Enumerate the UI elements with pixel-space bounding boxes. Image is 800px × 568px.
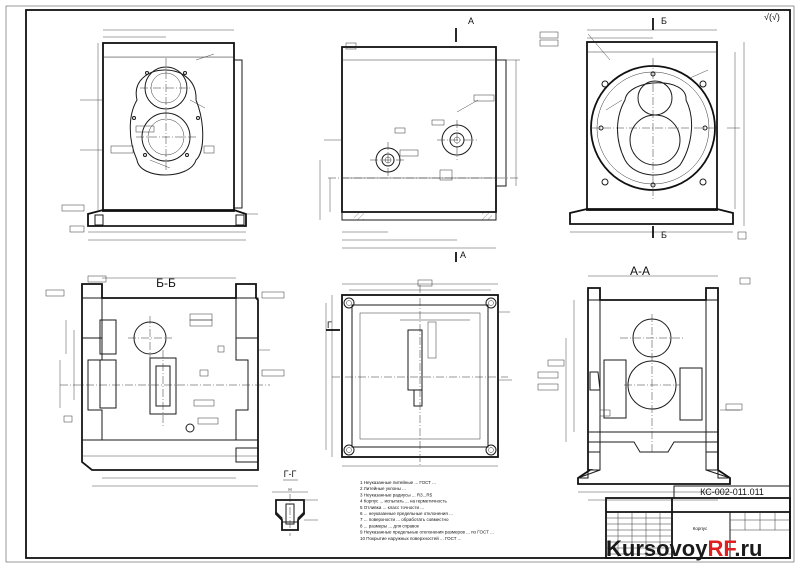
title-block — [605, 485, 791, 559]
section-a-bottom-label: A — [460, 250, 466, 260]
note-line: 3 Неуказанные радиусы ... R3...R5 — [360, 492, 433, 497]
drawing-frame — [25, 9, 791, 559]
document-code: КС-002-011.011 — [700, 487, 764, 497]
sheet-trim — [5, 5, 795, 563]
note-line: 5 Отливка ... класс точности ... — [360, 505, 424, 510]
section-bb — [45, 275, 285, 487]
part-name: Корпус — [693, 526, 708, 531]
section-b-bottom-label: Б — [661, 230, 667, 240]
watermark-text-suffix: .ru — [734, 536, 762, 561]
plan-view — [325, 279, 512, 467]
detail-gg-title: Г-Г — [284, 469, 297, 479]
note-line: 8 ... размеры ... для справок — [360, 523, 419, 528]
note-line: 7 ... поверхности ... обработать совмест… — [360, 517, 449, 522]
watermark-text-red: RF — [707, 536, 736, 561]
roughness-symbol: √(√) — [764, 12, 780, 22]
note-line: 9 Неуказанные предельные отклонения разм… — [360, 530, 494, 535]
section-aa — [537, 275, 751, 501]
watermark-text-black: Kursovoy — [606, 536, 708, 561]
detail-gg — [272, 479, 318, 536]
note-line: 4 Корпус ... испытать ... на герметичнос… — [360, 499, 447, 504]
section-a-top-label: A — [468, 16, 474, 26]
technical-requirements: 1 Неуказанные литейные ... ГОСТ ...2 Лит… — [360, 479, 494, 541]
section-b-top-label: Б — [661, 16, 667, 26]
note-line: 1 Неуказанные литейные ... ГОСТ ... — [360, 479, 436, 485]
watermark-logo: KursovoyRF.ru — [606, 536, 763, 561]
note-line: 10 Покрытие наружных поверхностей ... ГО… — [360, 535, 462, 541]
side-view — [539, 18, 747, 240]
detail-h-marker: Н — [288, 487, 291, 492]
view-g-marker: Г — [327, 320, 332, 330]
section-aa-title: А-А — [630, 264, 650, 278]
note-line: 6 ... неуказанные предельные отклонения … — [360, 511, 453, 516]
section-bb-title: Б-Б — [156, 276, 176, 290]
top-view — [319, 28, 520, 262]
front-view — [61, 29, 258, 241]
note-line: 2 Литейные уклоны ... — [360, 485, 406, 491]
